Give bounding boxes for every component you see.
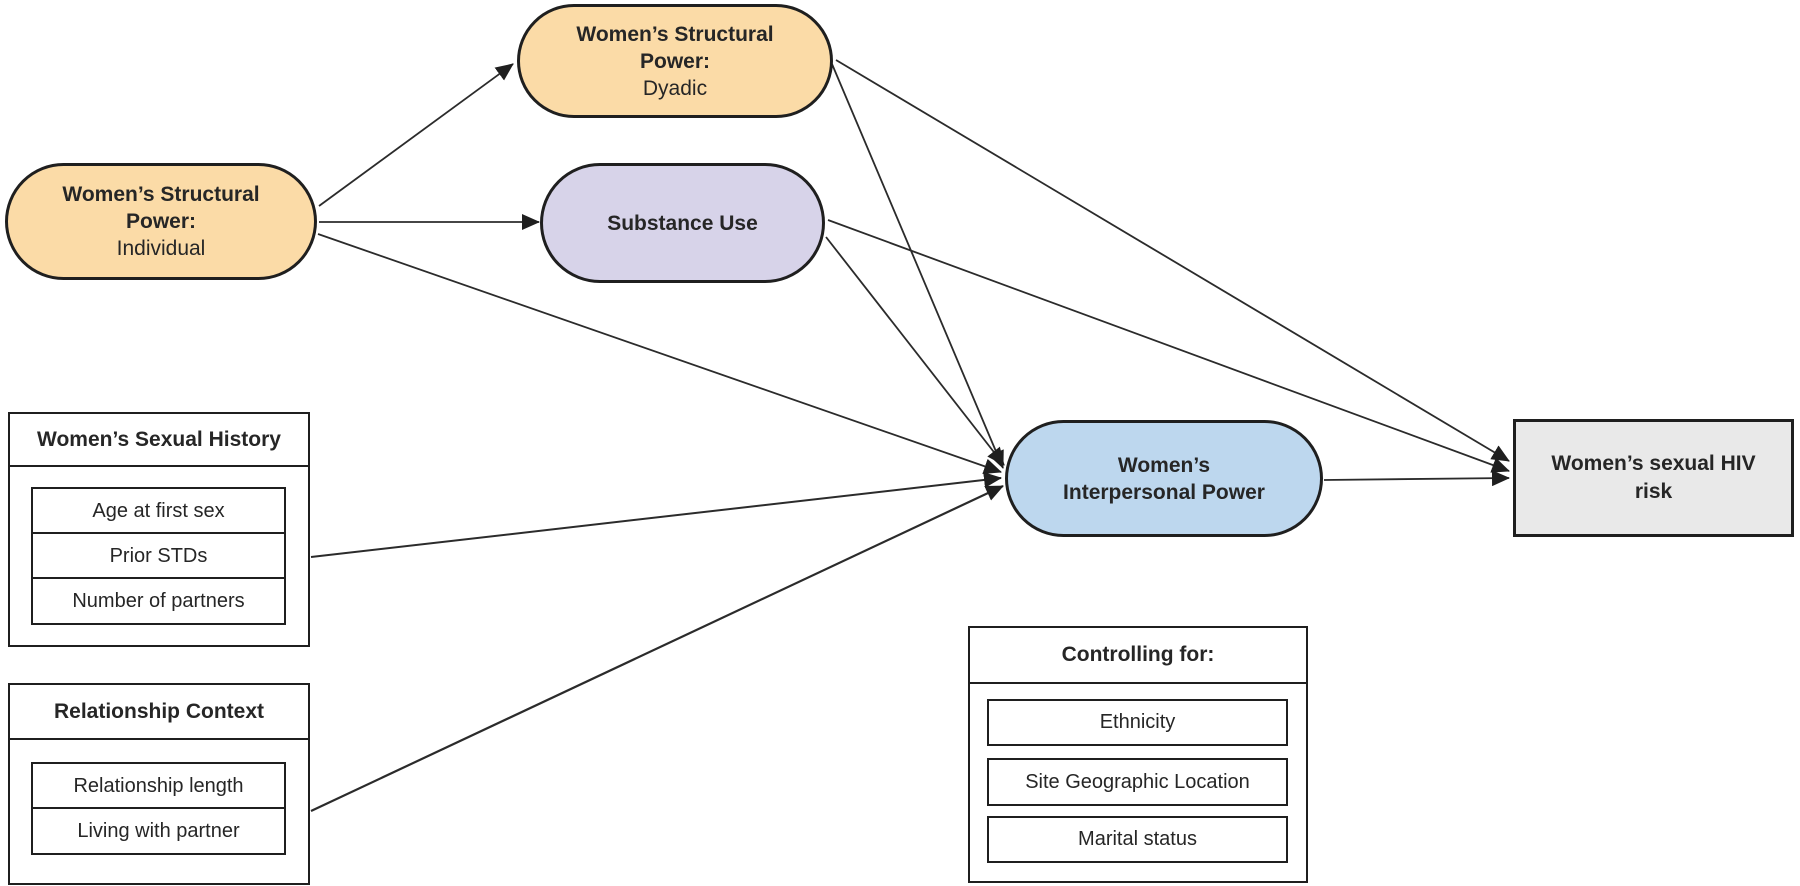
group-title: Controlling for: xyxy=(970,628,1306,684)
list-item: Number of partners xyxy=(31,577,286,625)
node-interpersonal-power: Women’s Interpersonal Power xyxy=(1005,420,1323,537)
list-item: Relationship length xyxy=(31,762,286,810)
edge-substance-to-hiv xyxy=(827,219,1510,473)
edge-individual-to-dyadic xyxy=(318,63,514,207)
node-title-line: Women’s Structural xyxy=(62,183,260,206)
node-title-line: risk xyxy=(1634,480,1673,503)
node-title-line: Substance Use xyxy=(607,211,758,235)
edge-dyadic-to-interpersonal xyxy=(831,63,1004,469)
group-title: Relationship Context xyxy=(10,685,308,740)
edge-interpersonal-to-hiv xyxy=(1323,470,1510,487)
edge-sexual-history-to-interpersonal xyxy=(310,471,1002,558)
group-sexual-history: Women’s Sexual History Age at first sex … xyxy=(8,412,310,647)
node-structural-power-individual: Women’s Structural Power: Individual xyxy=(5,163,317,280)
list-item: Ethnicity xyxy=(987,699,1288,746)
group-controlling-for: Controlling for: Ethnicity Site Geograph… xyxy=(968,626,1308,883)
list-item: Living with partner xyxy=(31,807,286,855)
list-item: Prior STDs xyxy=(31,532,286,580)
group-relationship-context: Relationship Context Relationship length… xyxy=(8,683,310,885)
node-title-line: Interpersonal Power xyxy=(1063,480,1265,504)
node-title-line: Power: xyxy=(639,49,710,73)
node-subtitle: Individual xyxy=(116,237,206,260)
edge-substance-to-interpersonal xyxy=(825,236,1005,466)
edge-relationship-to-interpersonal xyxy=(310,485,1004,812)
edge-individual-to-interpersonal xyxy=(317,233,1002,474)
edge-dyadic-to-hiv xyxy=(835,59,1510,462)
node-title-line: Women’s sexual HIV xyxy=(1551,452,1756,475)
node-title-line: Women’s xyxy=(1117,453,1211,477)
group-title: Women’s Sexual History xyxy=(10,414,308,467)
node-title-line: Women’s Structural xyxy=(576,22,774,46)
list-item: Age at first sex xyxy=(31,487,286,535)
node-structural-power-dyadic: Women’s Structural Power: Dyadic xyxy=(517,4,833,118)
list-item: Marital status xyxy=(987,816,1288,863)
node-hiv-risk: Women’s sexual HIV risk xyxy=(1513,419,1794,537)
node-substance-use: Substance Use xyxy=(540,163,825,283)
node-subtitle: Dyadic xyxy=(642,76,708,100)
node-title-line: Power: xyxy=(125,210,196,233)
list-item: Site Geographic Location xyxy=(987,758,1288,806)
